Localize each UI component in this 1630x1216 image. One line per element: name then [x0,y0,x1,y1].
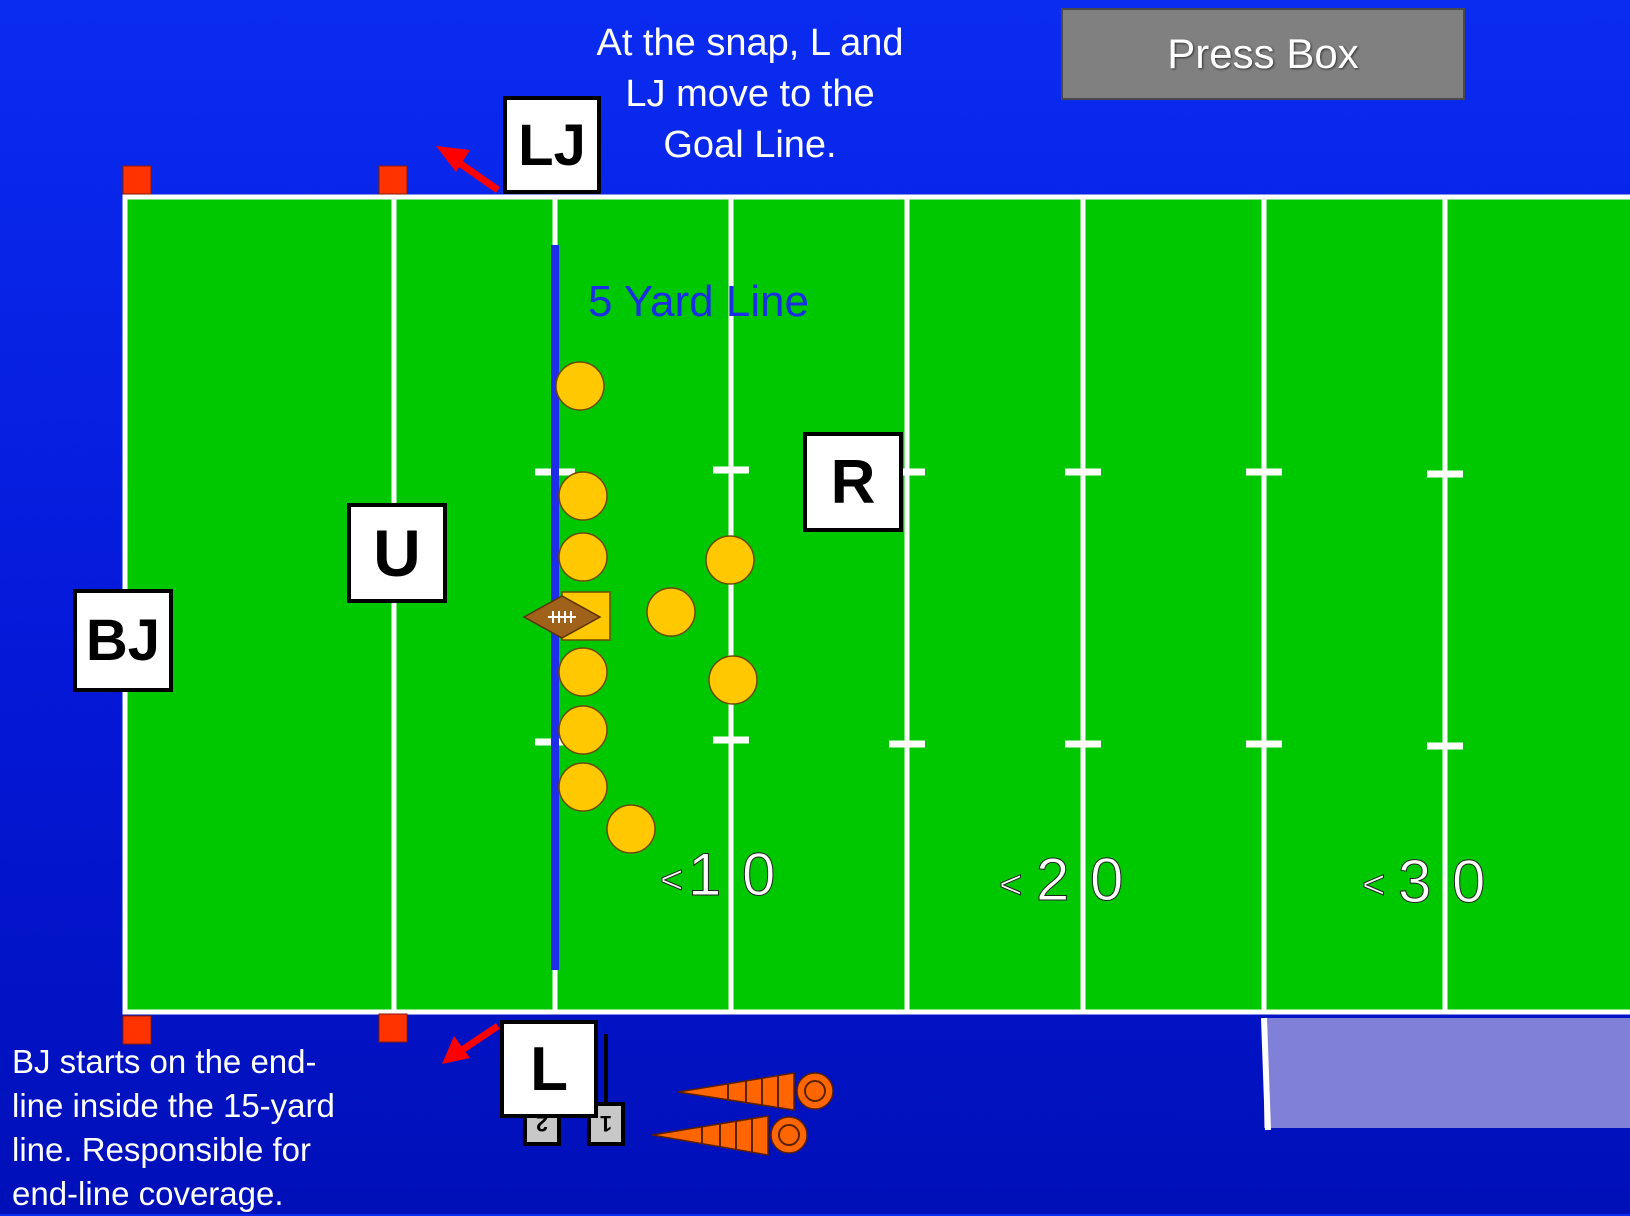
yard-number-arrow-30: < [1362,863,1385,907]
player [709,656,757,704]
official-umpire: U [347,503,447,603]
yard-number-digit: 3 [1398,848,1431,915]
pylon-endline-top [123,166,151,194]
team-area-box [1264,1018,1630,1128]
back-judge-instruction-caption: BJ starts on the end- line inside the 15… [12,1040,412,1216]
chain-stake-upper [678,1073,833,1110]
lj-movement-arrow [436,146,498,190]
yard-number-digit: 0 [742,841,775,908]
yard-number-arrow-10: < [660,858,683,902]
player [559,763,607,811]
yard-number-digit: 2 [1036,846,1069,913]
pylon-goalline-top [379,166,407,194]
yard-number-digit: 0 [1452,848,1485,915]
official-back-judge: BJ [73,589,173,692]
official-linesman: L [500,1020,598,1118]
down-box-1-label: 1 [600,1111,612,1136]
yard-number-digit: 0 [1090,846,1123,913]
yard-number-digit: 1 [688,841,721,908]
player [559,472,607,520]
l-movement-arrow [442,1026,498,1064]
five-yard-line-label: 5 Yard Line [588,277,809,326]
team-area-border [1264,1018,1268,1130]
pylon-goalline-bottom [379,1014,407,1042]
player [706,536,754,584]
player [607,805,655,853]
player [559,533,607,581]
player [559,706,607,754]
player [647,588,695,636]
official-referee: R [803,432,903,532]
official-line-judge: LJ [503,96,601,194]
chain-stake-lower [652,1116,807,1155]
yard-number-arrow-20: < [999,863,1022,907]
player [556,362,604,410]
player [559,648,607,696]
